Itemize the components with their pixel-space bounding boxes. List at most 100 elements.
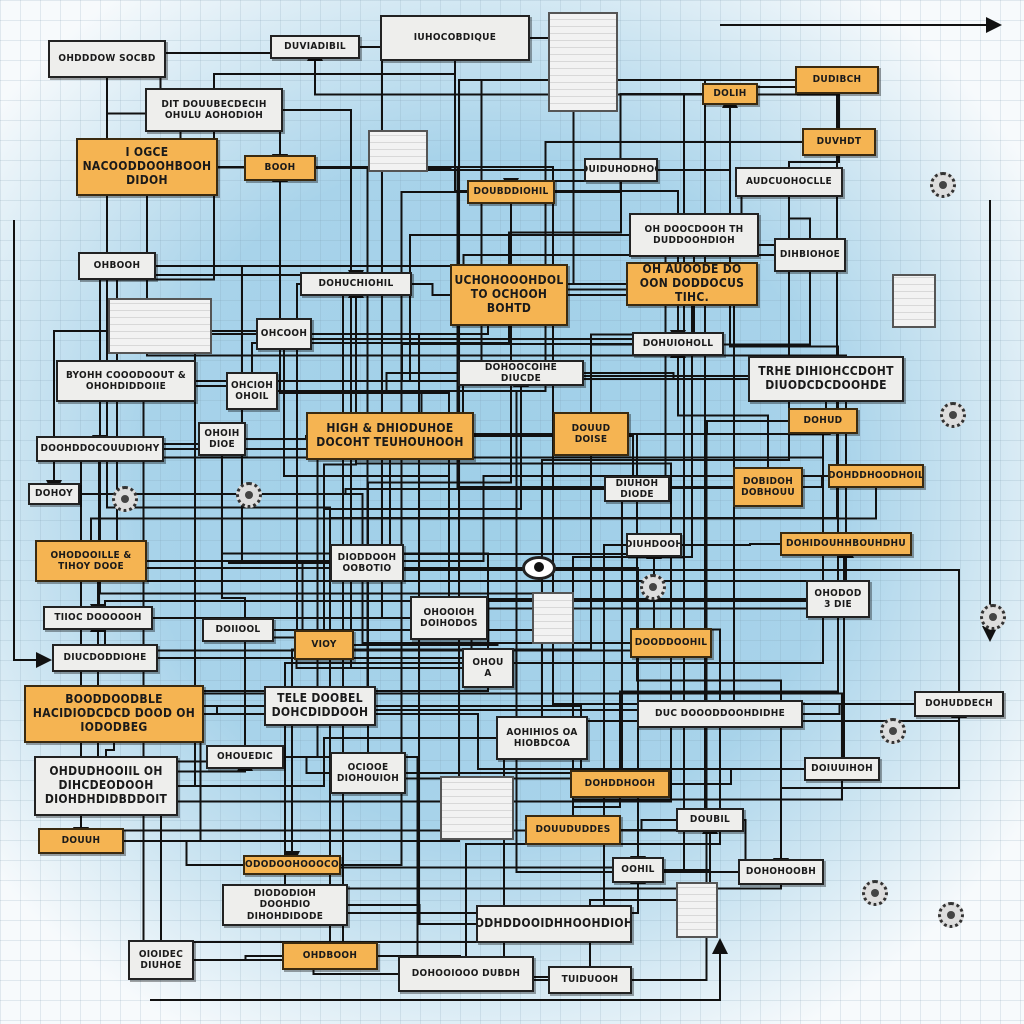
diagram-node[interactable]: DOHUIOHOLL	[632, 332, 724, 356]
connector-arrow	[629, 379, 827, 491]
connector-arrow	[382, 434, 960, 704]
diagram-node[interactable]: DOHUCHIOHIL	[300, 272, 412, 296]
diagram-node[interactable]: DUVIADIBIL	[270, 35, 360, 59]
gear-icon	[940, 402, 966, 428]
connector-arrow	[292, 184, 513, 866]
diagram-node[interactable]: AUDCUOHOCLLE	[735, 167, 843, 197]
diagram-node[interactable]: OH DOOCDOOH TH DUDDOOHDIOH	[629, 213, 759, 257]
schematic-image	[368, 130, 428, 172]
diagram-node[interactable]: DOBIDOH DOBHOUU	[733, 467, 803, 507]
diagram-node[interactable]: DOUUH	[38, 828, 124, 854]
gear-icon	[112, 486, 138, 512]
connector-arrow	[501, 170, 622, 297]
diagram-node[interactable]: DIUHOH DIODE	[604, 476, 670, 502]
diagram-node[interactable]: BOODDOODBLE HACIDIODCDCD DOOD OH IODODBE…	[24, 685, 204, 743]
diagram-node[interactable]: TELE DOOBEL DOHCDIDDOOH	[264, 686, 376, 726]
connector-arrow	[348, 282, 672, 643]
connector-arrow	[670, 342, 769, 487]
diagram-node[interactable]: DIHBIOHOE	[774, 238, 846, 272]
diagram-node[interactable]: DOUBIL	[676, 808, 744, 832]
connector-arrow	[360, 192, 512, 775]
diagram-node[interactable]: TUIDUOOH	[548, 966, 632, 994]
diagram-node[interactable]: VIOY	[294, 630, 354, 660]
diagram-node[interactable]: HIGH & DHIODUHOE DOCOHT TEUHOUHOOH	[306, 412, 474, 460]
diagram-node[interactable]: BYOHH COOODOOUT & OHOHDIDDOIIE	[56, 360, 196, 402]
diagram-node[interactable]: DUC DOOODDOOHDIDHE	[637, 700, 803, 728]
diagram-node[interactable]: DUDIBCH	[795, 66, 879, 94]
diagram-node[interactable]: DOHOOIOOO DUBDH	[398, 956, 534, 992]
diagram-node[interactable]: I OGCE NACOODDOOHBOOH DIDOH	[76, 138, 218, 196]
diagram-node[interactable]: DIUHDOOH	[626, 533, 682, 557]
connector-arrow	[150, 938, 728, 1001]
schematic-image	[108, 298, 212, 354]
diagram-node[interactable]: BOOH	[244, 155, 316, 181]
connector-arrow	[619, 597, 846, 784]
diagram-node[interactable]: ODHDDOOIDHHOOHDIOH	[476, 905, 632, 943]
diagram-node[interactable]: OHCOOH	[256, 318, 312, 350]
diagram-node[interactable]: DOODDOOHIL	[630, 628, 712, 658]
diagram-node[interactable]: DIODODIOH DOOHDIO DIHOHDIDODE	[222, 884, 348, 926]
diagram-node[interactable]: DOLIH	[702, 83, 758, 105]
connector-arrow	[214, 437, 246, 757]
gear-icon	[640, 574, 666, 600]
diagram-node[interactable]: OOHIL	[612, 857, 664, 883]
diagram-node[interactable]: OHCIOH OHOIL	[226, 372, 278, 410]
diagram-node[interactable]: DIT DOUUBECDECIH OHULU AOHODIOH	[145, 88, 283, 132]
diagram-node[interactable]: OIOIDEC DIUHOE	[128, 940, 194, 980]
diagram-node[interactable]: DOHUD	[788, 408, 858, 434]
diagram-node[interactable]: DOIUUIHOH	[804, 757, 880, 781]
diagram-node[interactable]: OHOU A	[462, 648, 514, 688]
diagram-node[interactable]: DODODOOHOOOCOH	[243, 855, 341, 875]
diagram-node[interactable]: DOUUD DOISE	[553, 412, 629, 456]
diagram-node[interactable]: OHDDDOW SOCBD	[48, 40, 166, 78]
gear-icon	[880, 718, 906, 744]
diagram-node[interactable]: OCIOOE DIOHOUIOH	[330, 752, 406, 794]
diagram-node[interactable]: OH AUOODE DO OON DODDOCUS TIHC.	[626, 262, 758, 306]
diagram-node[interactable]: DOHOHOOBH	[738, 859, 824, 885]
eye-icon	[522, 556, 556, 580]
diagram-node[interactable]: DOHUDDECH	[914, 691, 1004, 717]
diagram-node[interactable]: OHODOOILLE & TIHOY DOOE	[35, 540, 147, 582]
diagram-node[interactable]: OHDBOOH	[282, 942, 378, 970]
diagram-node[interactable]: TRHE DIHIOHCCDOHT DIUODCDCDOOHDE	[748, 356, 904, 402]
connector-arrow	[780, 702, 967, 872]
gear-icon	[938, 902, 964, 928]
schematic-image	[892, 274, 936, 328]
connector-arrow	[323, 371, 529, 645]
diagram-node[interactable]: OHBOOH	[78, 252, 156, 280]
diagram-node[interactable]: DOHOOCOIHE DIUCDE	[458, 360, 584, 386]
connector-arrow	[283, 334, 457, 620]
diagram-node[interactable]: DIUCDODDIOHE	[52, 644, 158, 672]
gear-icon	[862, 880, 888, 906]
diagram-node[interactable]: DIODDOOH OOBOTIO	[330, 544, 404, 582]
diagram-node[interactable]: OHOUEDIC	[206, 745, 284, 769]
diagram-node[interactable]: AOHIHIOS OA HIOBDCOA	[496, 716, 588, 760]
diagram-node[interactable]: DUVHDT	[802, 128, 876, 156]
diagram-node[interactable]: OHDUDHOOIIL OH DIHCDEODOOH DIOHDHDIDBDDO…	[34, 756, 178, 816]
diagram-node[interactable]: DOOHDDOCOUUDIOHY	[36, 436, 164, 462]
connector-arrow	[104, 737, 542, 794]
diagram-node[interactable]: DOHIDOUHHBOUHDHU	[780, 532, 912, 556]
diagram-node[interactable]: DOUBDDIOHIL	[467, 180, 555, 204]
schematic-image	[532, 592, 574, 644]
connector-arrow	[81, 72, 839, 842]
gear-icon	[236, 482, 262, 508]
schematic-image	[440, 776, 514, 840]
connector-arrow	[99, 57, 331, 956]
diagram-node[interactable]: OHOOIOH DOIHODOS	[410, 596, 488, 640]
diagram-node[interactable]: TIIOC DOOOOOH	[43, 606, 153, 630]
diagram-node[interactable]: DOHDDHOODHOIL	[828, 464, 924, 488]
diagram-node[interactable]: DOIIOOL	[202, 618, 274, 642]
diagram-node[interactable]: IUHOCOBDIQUE	[380, 15, 530, 61]
schematic-image	[548, 12, 618, 112]
schematic-image	[676, 882, 718, 938]
diagram-node[interactable]: DUIDUHODHOC	[584, 158, 658, 182]
diagram-node[interactable]: DOHDDHOOH	[570, 770, 670, 798]
diagram-node[interactable]: UCHOHOOOHDOL TO OCHOOH BOHTD	[450, 264, 568, 326]
diagram-node[interactable]: DOHOY	[28, 483, 80, 505]
gear-icon	[980, 604, 1006, 630]
diagram-node[interactable]: DOUUDUDDES	[525, 815, 621, 845]
diagram-node[interactable]: OHOIH DIOE	[198, 422, 246, 456]
diagram-node[interactable]: OHODOD 3 DIE	[806, 580, 870, 618]
connector-arrow	[13, 220, 52, 668]
